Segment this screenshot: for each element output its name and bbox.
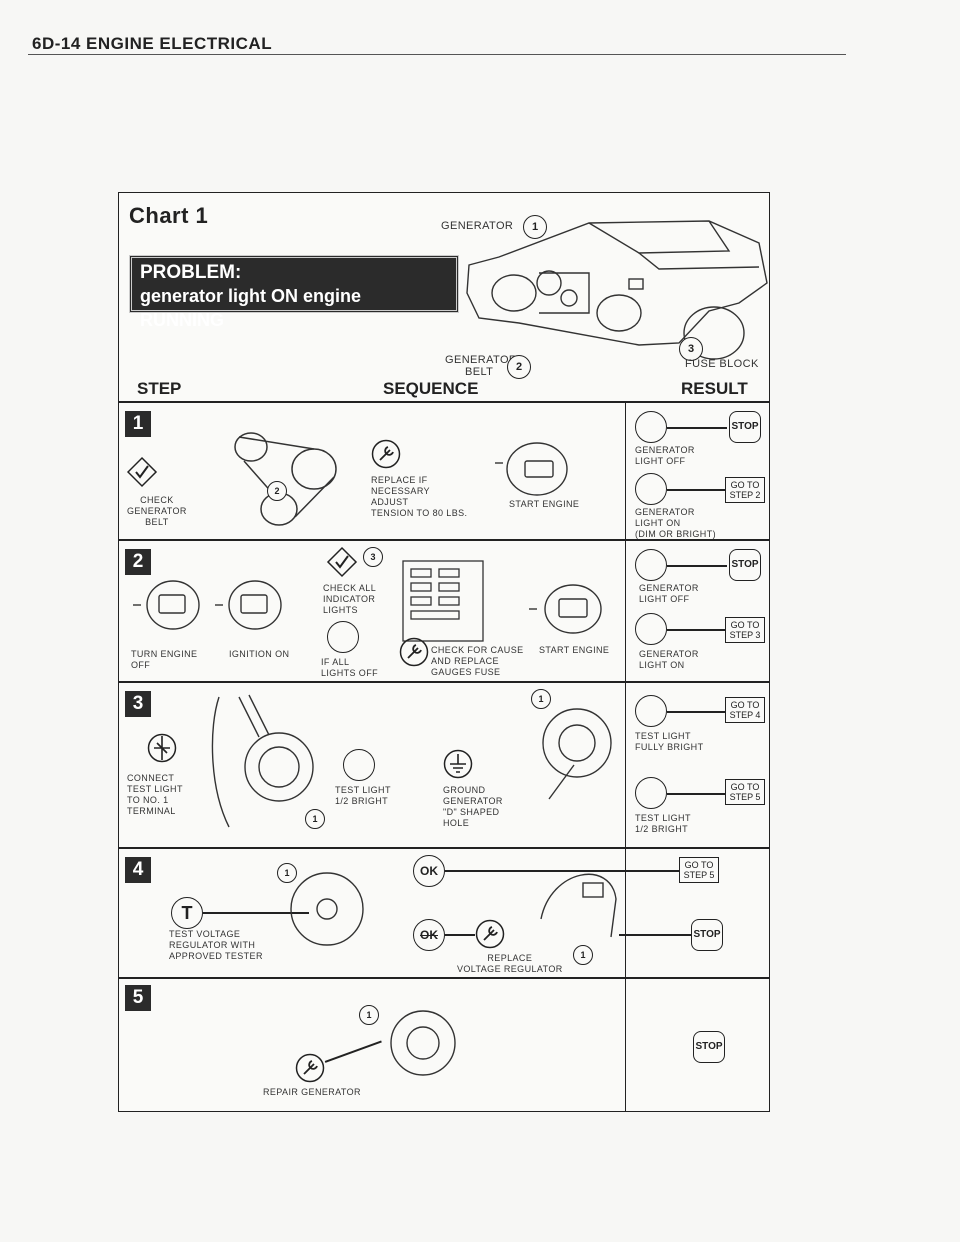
step-4-replace-text: REPLACE VOLTAGE REGULATOR [457,953,563,975]
result-1-bulb-on-icon [635,473,667,505]
step-4-divider [119,977,769,979]
column-sequence-header: SEQUENCE [383,379,478,399]
result-2-light-off-text: GENERATOR LIGHT OFF [639,583,699,605]
step-5-repair-text: REPAIR GENERATOR [263,1087,361,1098]
result-3-bulb-half-icon [635,777,667,809]
step-2-number: 2 [125,549,151,575]
repair-generator-illustration [363,1005,463,1085]
diagnosis-chart: Chart 1 PROBLEM: generator light ON engi… [118,192,770,1112]
result-1-line-a [667,427,727,429]
test-light-icon [147,733,177,763]
callout-fuse-block-label: FUSE BLOCK [685,359,759,370]
result-2-line-b [667,629,725,631]
result-3-half-text: TEST LIGHT 1/2 BRIGHT [635,813,691,835]
result-5-stop-icon: STOP [693,1031,725,1063]
page-header: 6D-14 ENGINE ELECTRICAL [32,34,272,54]
step-1-marker-2-icon: 2 [267,481,287,501]
result-1-stop-icon: STOP [729,411,761,443]
result-3-line-b [667,793,725,795]
step-1-number: 1 [125,411,151,437]
step-4-test-text: TEST VOLTAGE REGULATOR WITH APPROVED TES… [169,929,263,962]
wrench-4-icon [295,1053,325,1083]
step-2-checkall-text: CHECK ALL INDICATOR LIGHTS [323,583,376,616]
not-ok-line-a [445,934,475,936]
result-3-goto-step4: GO TO STEP 4 [725,697,765,723]
result-3-full-text: TEST LIGHT FULLY BRIGHT [635,731,703,753]
ignition-key-illustration [495,437,575,501]
result-2-stop-icon: STOP [729,549,761,581]
step-2-turn-text: TURN ENGINE OFF [131,649,197,671]
wrench-icon [371,439,401,469]
key-on-illustration [215,573,285,637]
result-4-stop-icon: STOP [691,919,723,951]
step-2-ifall-text: IF ALL LIGHTS OFF [321,657,378,679]
result-3-line-a [667,711,725,713]
result-4-goto-step5: GO TO STEP 5 [679,857,719,883]
result-3-bulb-full-icon [635,695,667,727]
step-1-check-text: CHECK GENERATOR BELT [127,495,187,528]
key-off-illustration [133,573,203,637]
step-3-bulb-half-icon [343,749,375,781]
not-ok-line-b [619,934,691,936]
result-1-light-on-text: GENERATOR LIGHT ON (DIM OR BRIGHT) [635,507,716,540]
step-3-marker-1b-icon: 1 [531,689,551,709]
regulator-illustration [287,863,367,953]
result-2-goto-step3: GO TO STEP 3 [725,617,765,643]
step-3-ground-text: GROUND GENERATOR "D" SHAPED HOLE [443,785,503,829]
step-3-half-text: TEST LIGHT 1/2 BRIGHT [335,785,391,807]
step-2-divider [119,681,769,683]
step-2-bulb-icon [327,621,359,653]
result-2-line-a [667,565,727,567]
column-step-header: STEP [137,379,181,399]
callout-generator-label: GENERATOR [441,221,513,232]
result-1-goto-step2: GO TO STEP 2 [725,477,765,503]
header-rule [28,54,846,55]
ok-icon: OK [413,855,445,887]
callout-1-icon: 1 [523,215,547,239]
callout-2-icon: 2 [507,355,531,379]
check-all-icon [327,547,357,577]
step-5-number: 5 [125,985,151,1011]
column-result-header: RESULT [681,379,748,399]
step-2-start-text: START ENGINE [539,645,609,656]
check-icon [127,457,157,487]
step-4-number: 4 [125,857,151,883]
result-column-divider [625,403,626,1111]
step-3-marker-1a-icon: 1 [305,809,325,829]
result-3-goto-step5: GO TO STEP 5 [725,779,765,805]
step-2-marker-3-icon: 3 [363,547,383,567]
step-1-divider [119,539,769,541]
belt-illustration [219,429,359,529]
step-3-divider [119,847,769,849]
wrench-3-icon [475,919,505,949]
result-2-bulb-on-icon [635,613,667,645]
fuse-block-illustration [399,551,489,647]
step-3-number: 3 [125,691,151,717]
result-2-bulb-off-icon [635,549,667,581]
result-1-bulb-off-icon [635,411,667,443]
result-1-line-b [667,489,725,491]
header-divider [119,401,769,403]
tester-icon: T [171,897,203,929]
step-2-ignition-text: IGNITION ON [229,649,289,660]
step-2-cause-text: CHECK FOR CAUSE AND REPLACE GAUGES FUSE [431,645,524,678]
step-4-marker-1b-icon: 1 [573,945,593,965]
step-1-replace-text: REPLACE IF NECESSARY ADJUST TENSION TO 8… [371,475,467,519]
result-2-light-on-text: GENERATOR LIGHT ON [639,649,699,671]
wrench-2-icon [399,637,429,667]
step-3-connect-text: CONNECT TEST LIGHT TO NO. 1 TERMINAL [127,773,183,817]
key-start-illustration [529,577,609,641]
callout-belt-label-2: BELT [465,367,493,378]
result-1-light-off-text: GENERATOR LIGHT OFF [635,445,695,467]
ground-icon [443,749,473,779]
generator-regulator-illustration [531,859,621,939]
not-ok-icon: OK [413,919,445,951]
step-1-start-text: START ENGINE [509,499,579,510]
